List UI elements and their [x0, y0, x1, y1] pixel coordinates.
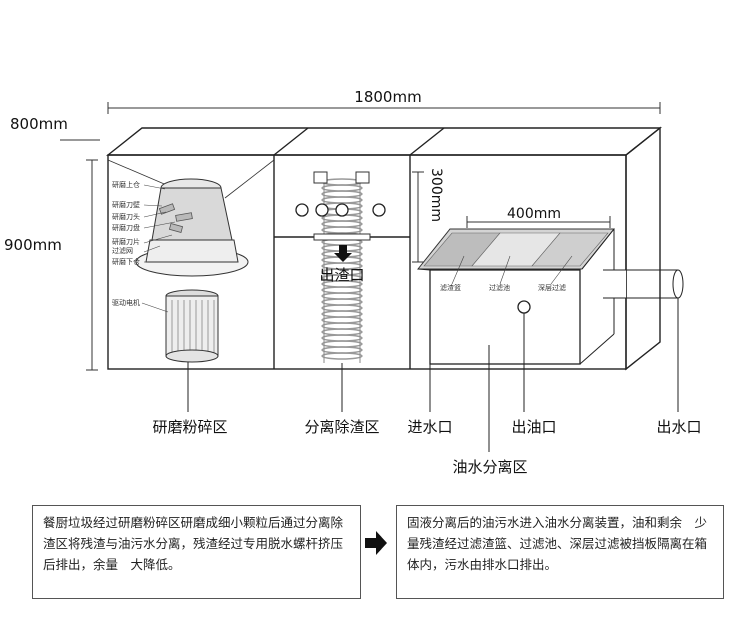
- spring-coil: [321, 292, 363, 300]
- length-dimension: 1800mm: [354, 88, 421, 106]
- grinder-label-upper-bin: 研磨上仓: [112, 180, 140, 189]
- spring-coil: [321, 196, 363, 204]
- spring-coil: [321, 322, 363, 330]
- flow-arrow-icon: [365, 531, 387, 555]
- zone-label-oil-water-separation: 油水分离区: [452, 458, 527, 476]
- dimension-lines: [60, 102, 661, 371]
- spring-coil: [321, 310, 363, 318]
- description-box-right: 固液分离后的油污水进入油水分离装置，油和剩余 少量残渣经过滤渣篮、过滤池、深层过…: [396, 505, 724, 599]
- zone-label-slag-separation: 分离除渣区: [304, 418, 379, 436]
- grinder-label-wall: 研磨刀壁: [112, 200, 140, 209]
- spring-coil: [321, 346, 363, 354]
- zone-label-grinding: 研磨粉碎区: [152, 418, 227, 436]
- slag-outlet-label: 出渣口: [319, 266, 364, 284]
- grinder-label-motor: 驱动电机: [112, 298, 140, 307]
- slag-outlet-arrow-icon: [334, 245, 352, 262]
- grinder-label-blade-net-2: 过滤网: [112, 246, 133, 255]
- compartment-length-dimension: 400mm: [507, 206, 561, 222]
- description-box-left: 餐厨垃圾经过研磨粉碎区研磨成细小颗粒后通过分离除渣区将残渣与油污水分离，残渣经过…: [32, 505, 361, 599]
- water-outlet-pipe: [603, 269, 684, 299]
- separation-tank: [416, 228, 616, 365]
- compartment-height-dimension: 300mm: [428, 168, 444, 222]
- grinder-label-lower-bin: 研磨下仓: [112, 257, 140, 266]
- grinder-label-blade-head: 研磨刀头: [112, 212, 140, 221]
- spring-coil: [321, 226, 363, 234]
- spring-coil: [321, 352, 363, 360]
- zone-label-water-outlet: 出水口: [656, 418, 701, 436]
- spring-coil: [321, 184, 363, 192]
- height-dimension: 900mm: [4, 236, 62, 254]
- spring-coil: [321, 334, 363, 342]
- grinder-unit: [135, 178, 249, 363]
- spring-coil: [321, 304, 363, 312]
- description-right-text: 固液分离后的油污水进入油水分离装置，油和剩余 少量残渣经过滤渣篮、过滤池、深层过…: [407, 515, 708, 572]
- spring-coil: [321, 340, 363, 348]
- description-left-text: 餐厨垃圾经过研磨粉碎区研磨成细小颗粒后通过分离除渣区将残渣与油污水分离，残渣经过…: [43, 515, 344, 572]
- zone-label-inlet: 进水口: [407, 418, 452, 436]
- spring-coil: [321, 328, 363, 336]
- spring-coil: [321, 298, 363, 306]
- tank-label-deep-filter: 深层过滤: [538, 283, 566, 292]
- tank-label-filter-pool: 过滤池: [489, 283, 510, 292]
- zone-label-oil-outlet: 出油口: [511, 418, 556, 436]
- grinder-label-blade-net-1: 研磨刀片: [112, 237, 140, 246]
- grinder-label-blade-disc: 研磨刀盘: [112, 223, 140, 232]
- spring-coil: [321, 190, 363, 198]
- tank-label-filter-basket: 滤渣篮: [440, 283, 461, 292]
- spring-coil: [321, 316, 363, 324]
- spring-coil: [321, 220, 363, 228]
- width-dimension: 800mm: [10, 115, 68, 133]
- spring-coil: [321, 286, 363, 294]
